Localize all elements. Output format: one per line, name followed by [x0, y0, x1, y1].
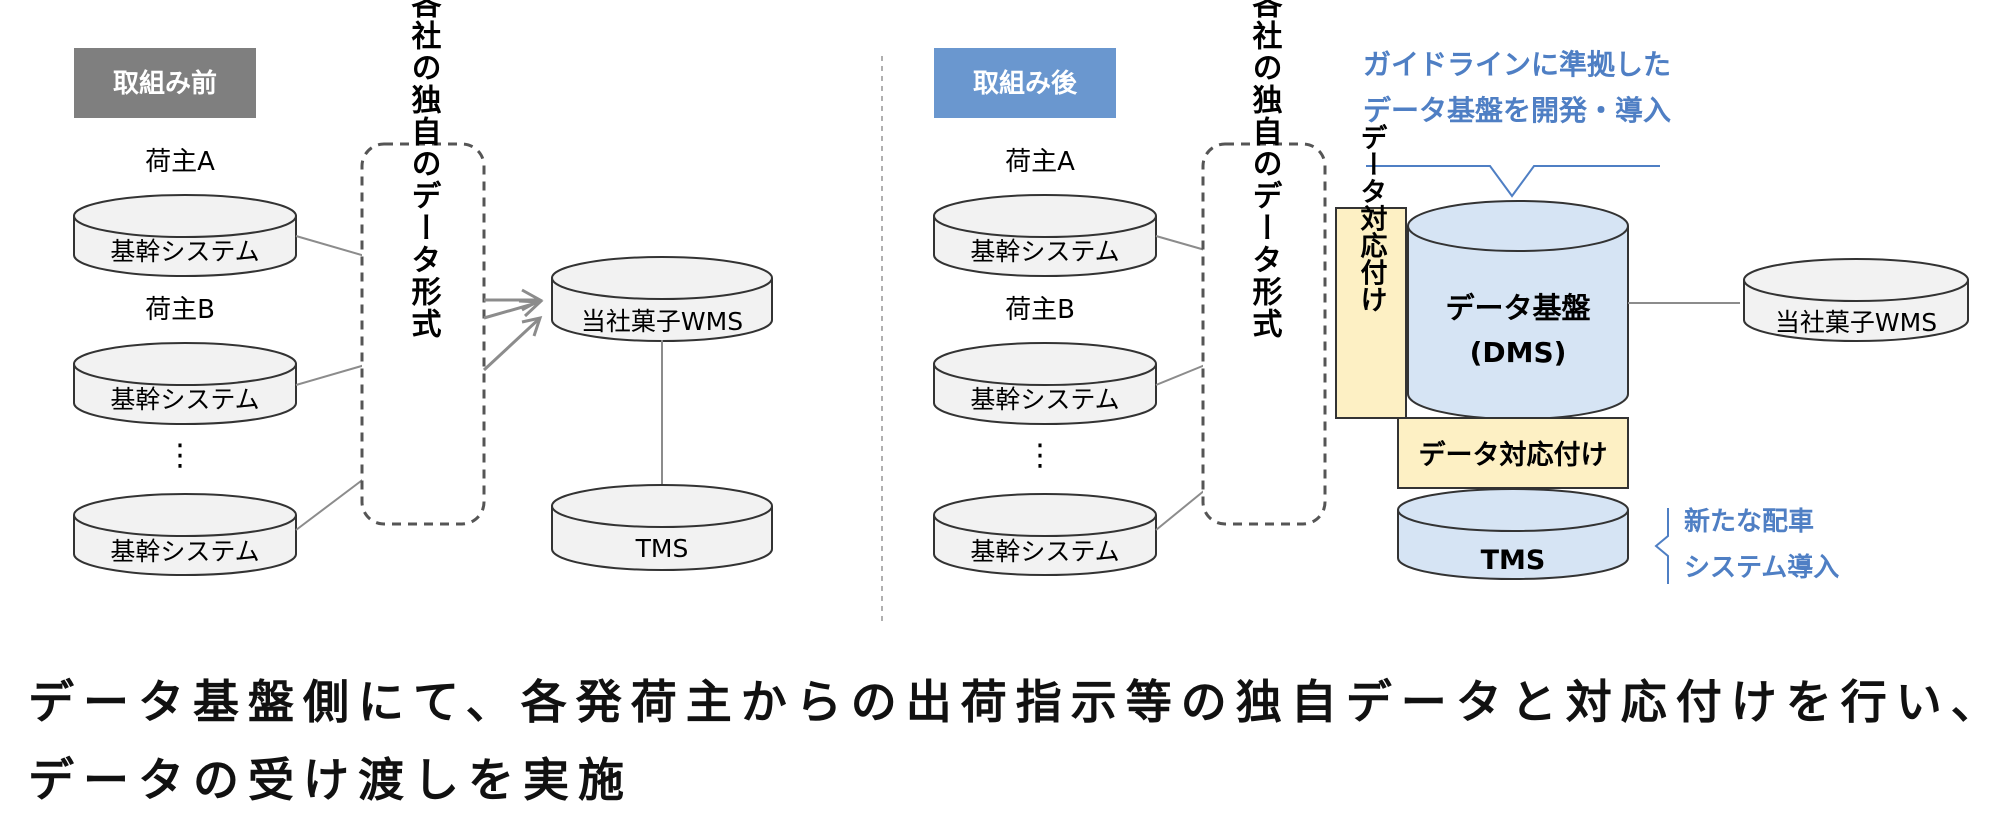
before-tag-label: 取組み前: [113, 68, 217, 99]
after-tag: [934, 48, 1116, 118]
shipper-b-core-system: 基幹システム: [73, 342, 297, 425]
tms-note-line2: システム導入: [1684, 552, 1839, 583]
before-tms-db: TMS: [551, 484, 773, 571]
before-wms-db: 当社菓子WMS: [551, 256, 773, 342]
after-format-box: [1201, 142, 1327, 526]
after-shipper-n-core-system: 基幹システム: [933, 493, 1157, 576]
data-platform-label: データ基盤: [1445, 291, 1591, 325]
shipper-b-system-label: 基幹システム: [110, 385, 259, 414]
data-platform-sub-label: (DMS): [1470, 336, 1567, 369]
ellipsis-icon: ⋮: [165, 438, 195, 473]
shipper-n-core-system: 基幹システム: [73, 493, 297, 576]
caption-line-1: データ基盤側にて、各発荷主からの出荷指示等の独自データと対応付けを行い、: [28, 675, 1992, 729]
callout-line2: データ基盤を開発・導入: [1363, 94, 1671, 127]
shipper-a-system-label: 基幹システム: [110, 237, 259, 266]
before-connectors: [295, 235, 366, 531]
vertical-mapping-box: [1335, 207, 1407, 419]
after-tms-db: TMS: [1397, 488, 1629, 580]
mapping-label: データ対応付け: [1419, 439, 1608, 471]
after-shipper-a-label: 荷主A: [1005, 147, 1075, 177]
after-wms-label: 当社菓子WMS: [1775, 308, 1937, 337]
shipper-a-label: 荷主A: [145, 147, 215, 177]
after-shipper-b-core-system: 基幹システム: [933, 342, 1157, 425]
after-shipper-b-system-label: 基幹システム: [970, 385, 1119, 414]
after-tms-label: TMS: [1481, 545, 1546, 576]
after-panel: 取組み後 ガイドラインに準拠した データ基盤を開発・導入 荷主A 基幹システム …: [933, 0, 1969, 584]
shipper-n-system-label: 基幹システム: [110, 537, 259, 566]
data-platform-db: データ基盤 (DMS): [1407, 200, 1629, 420]
after-tag-label: 取組み後: [973, 68, 1078, 99]
after-connectors: [1155, 235, 1206, 531]
after-shipper-b-label: 荷主B: [1005, 295, 1075, 325]
caption-line-2: データの受け渡しを実施: [28, 753, 633, 807]
tms-note-line1: 新たな配車: [1684, 506, 1814, 537]
before-panel: 取組み前 荷主A 基幹システム 荷主B 基幹システム ⋮ 基幹システム: [73, 0, 773, 576]
mapping-box: [1397, 417, 1629, 489]
before-format-box-label: 各社の独自のデータ形式: [406, 0, 443, 340]
callout-line1: ガイドラインに準拠した: [1363, 48, 1671, 81]
after-shipper-a-system-label: 基幹システム: [970, 237, 1119, 266]
after-format-box-label: 各社の独自のデータ形式: [1247, 0, 1284, 340]
callout-brace: [1366, 165, 1660, 198]
after-shipper-n-system-label: 基幹システム: [970, 537, 1119, 566]
after-shipper-a-core-system: 基幹システム: [933, 194, 1157, 277]
vertical-mapping-label: データ対応付け: [1356, 123, 1388, 312]
after-wms-db: 当社菓子WMS: [1743, 258, 1969, 342]
before-wms-label: 当社菓子WMS: [581, 307, 743, 336]
diagram-canvas: 取組み前 荷主A 基幹システム 荷主B 基幹システム ⋮ 基幹システム: [73, 0, 1969, 625]
tms-note-bracket: [1654, 508, 1669, 584]
shipper-a-core-system: 基幹システム: [73, 194, 297, 277]
after-ellipsis-icon: ⋮: [1025, 438, 1055, 473]
shipper-b-label: 荷主B: [145, 295, 215, 325]
before-tms-label: TMS: [635, 534, 689, 563]
before-arrows: [482, 288, 544, 372]
before-format-box: [360, 142, 486, 526]
before-tag: [74, 48, 256, 118]
